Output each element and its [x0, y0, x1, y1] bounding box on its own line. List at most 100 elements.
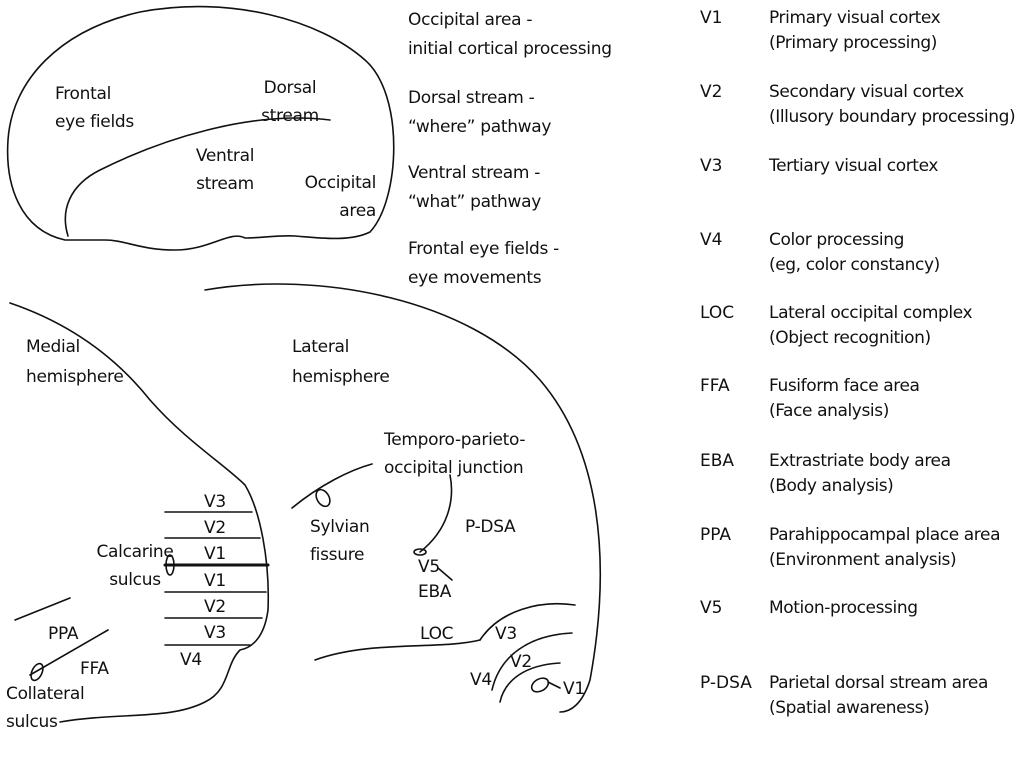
label-lateral-hemisphere: Lateral hemisphere: [292, 335, 390, 389]
legend-abbr-v2: V2: [700, 82, 723, 102]
legend-line: Dorsal stream -: [408, 88, 535, 108]
label-medial-v2-upper: V2: [204, 518, 226, 538]
label-lateral-v1: V1: [563, 679, 585, 699]
legend-desc-v4: Color processing (eg, color constancy): [769, 228, 940, 278]
legend-abbr-v5: V5: [700, 598, 723, 618]
legend-desc-line: Primary visual cortex: [769, 8, 941, 28]
label-tpo-junction: Temporo-parieto- occipital junction: [384, 428, 526, 480]
label-line: eye fields: [55, 112, 134, 132]
label-line: hemisphere: [292, 367, 390, 387]
label-medial-hemisphere: Medial hemisphere: [26, 335, 124, 389]
legend-desc-loc: Lateral occipital complex (Object recogn…: [769, 301, 973, 351]
legend-desc-ppa: Parahippocampal place area (Environment …: [769, 523, 1001, 573]
legend-desc-line: Extrastriate body area: [769, 451, 951, 471]
stream-legend-ventral: Ventral stream - “what” pathway: [408, 161, 541, 214]
legend-abbr-pdsa: P-DSA: [700, 673, 752, 693]
legend-desc-line: (Primary processing): [769, 33, 937, 53]
legend-desc-line: (Object recognition): [769, 328, 931, 348]
legend-desc-line: Parahippocampal place area: [769, 525, 1001, 545]
occipital-arcs: [479, 602, 576, 703]
tpo-pointer: [419, 474, 453, 553]
label-line: sulcus: [6, 712, 58, 732]
label-line: Ventral: [195, 146, 255, 166]
legend-desc-eba: Extrastriate body area (Body analysis): [769, 449, 951, 499]
legend-desc-line: (Illusory boundary processing): [769, 107, 1016, 127]
legend-abbr-ffa: FFA: [700, 376, 730, 396]
medial-outline: [9, 302, 270, 723]
label-line: sulcus: [109, 570, 161, 590]
label-pdsa: P-DSA: [465, 517, 516, 537]
v5-marker: [413, 548, 427, 556]
label-medial-v1-upper: V1: [204, 544, 226, 564]
sylvian-line: [291, 463, 373, 509]
label-lateral-v4: V4: [470, 670, 492, 690]
legend-desc-line: Color processing: [769, 230, 905, 250]
legend-line: Ventral stream -: [408, 163, 541, 183]
label-medial-v3-upper: V3: [204, 492, 226, 512]
lateral-bottom: [314, 639, 481, 661]
legend-desc-line: Tertiary visual cortex: [769, 156, 938, 176]
label-line: Dorsal: [263, 78, 317, 98]
legend-abbr-ppa: PPA: [700, 525, 732, 545]
legend-desc-v3: Tertiary visual cortex: [769, 154, 938, 179]
label-medial-v1-lower: V1: [204, 571, 226, 591]
legend-desc-pdsa: Parietal dorsal stream area (Spatial awa…: [769, 671, 988, 721]
label-line: Collateral: [6, 684, 85, 704]
legend-desc-line: Lateral occipital complex: [769, 303, 973, 323]
legend-line: “what” pathway: [408, 192, 542, 212]
legend-line: eye movements: [408, 268, 542, 288]
sylvian-marker: [315, 488, 331, 508]
v1-marker: [530, 677, 550, 693]
label-line: Medial: [26, 337, 80, 357]
label-frontal-eye-fields: Frontal eye fields: [55, 82, 134, 134]
legend-desc-line: (Environment analysis): [769, 550, 957, 570]
label-medial-v3-lower: V3: [204, 623, 226, 643]
legend-abbr-v1: V1: [700, 8, 723, 28]
legend-desc-line: Fusiform face area: [769, 376, 920, 396]
label-occipital-area: Occipital area: [288, 171, 377, 223]
label-sylvian-fissure: Sylvian fissure: [310, 515, 370, 567]
collateral-marker: [30, 662, 44, 682]
legend-desc-line: Parietal dorsal stream area: [769, 673, 988, 693]
stream-legend-dorsal: Dorsal stream - “where” pathway: [408, 86, 551, 139]
legend-desc-line: (Body analysis): [769, 476, 894, 496]
label-ffa: FFA: [80, 659, 109, 679]
label-line: Sylvian: [310, 517, 370, 537]
legend-abbr-v3: V3: [700, 156, 723, 176]
label-lateral-v5: V5: [418, 557, 440, 577]
legend-desc-v1: Primary visual cortex (Primary processin…: [769, 6, 941, 56]
label-medial-v2-lower: V2: [204, 597, 226, 617]
ppa-line: [14, 597, 71, 621]
legend-desc-line: Secondary visual cortex: [769, 82, 964, 102]
stream-legend-frontal: Frontal eye fields - eye movements: [408, 237, 559, 290]
lateral-outline: [204, 283, 602, 713]
label-line: Occipital: [304, 173, 377, 193]
legend-line: Frontal eye fields -: [408, 239, 560, 259]
label-medial-v4: V4: [180, 650, 202, 670]
label-collateral-sulcus: Collateral sulcus: [6, 682, 85, 734]
label-dorsal-stream: Dorsal stream: [250, 76, 330, 128]
v1-pointer: [547, 681, 561, 689]
label-line: fissure: [310, 545, 365, 565]
label-ppa: PPA: [48, 624, 79, 644]
legend-abbr-loc: LOC: [700, 303, 735, 323]
legend-desc-v2: Secondary visual cortex (Illusory bounda…: [769, 80, 1016, 130]
legend-desc-line: (Spatial awareness): [769, 698, 930, 718]
label-line: area: [339, 201, 376, 221]
label-eba: EBA: [418, 582, 452, 602]
label-loc: LOC: [420, 624, 454, 644]
label-line: stream: [261, 106, 319, 126]
label-lateral-v3: V3: [495, 624, 517, 644]
label-line: Lateral: [292, 337, 350, 357]
legend-desc-line: (eg, color constancy): [769, 255, 940, 275]
stream-legend-occipital: Occipital area - initial cortical proces…: [408, 8, 612, 61]
legend-desc-line: Motion-processing: [769, 598, 918, 618]
legend-desc-line: (Face analysis): [769, 401, 889, 421]
label-ventral-stream: Ventral stream: [185, 144, 265, 196]
legend-abbr-v4: V4: [700, 230, 723, 250]
legend-line: initial cortical processing: [408, 39, 612, 59]
legend-desc-ffa: Fusiform face area (Face analysis): [769, 374, 920, 424]
legend-line: “where” pathway: [408, 117, 552, 137]
medial-area-stripes: [163, 511, 270, 646]
